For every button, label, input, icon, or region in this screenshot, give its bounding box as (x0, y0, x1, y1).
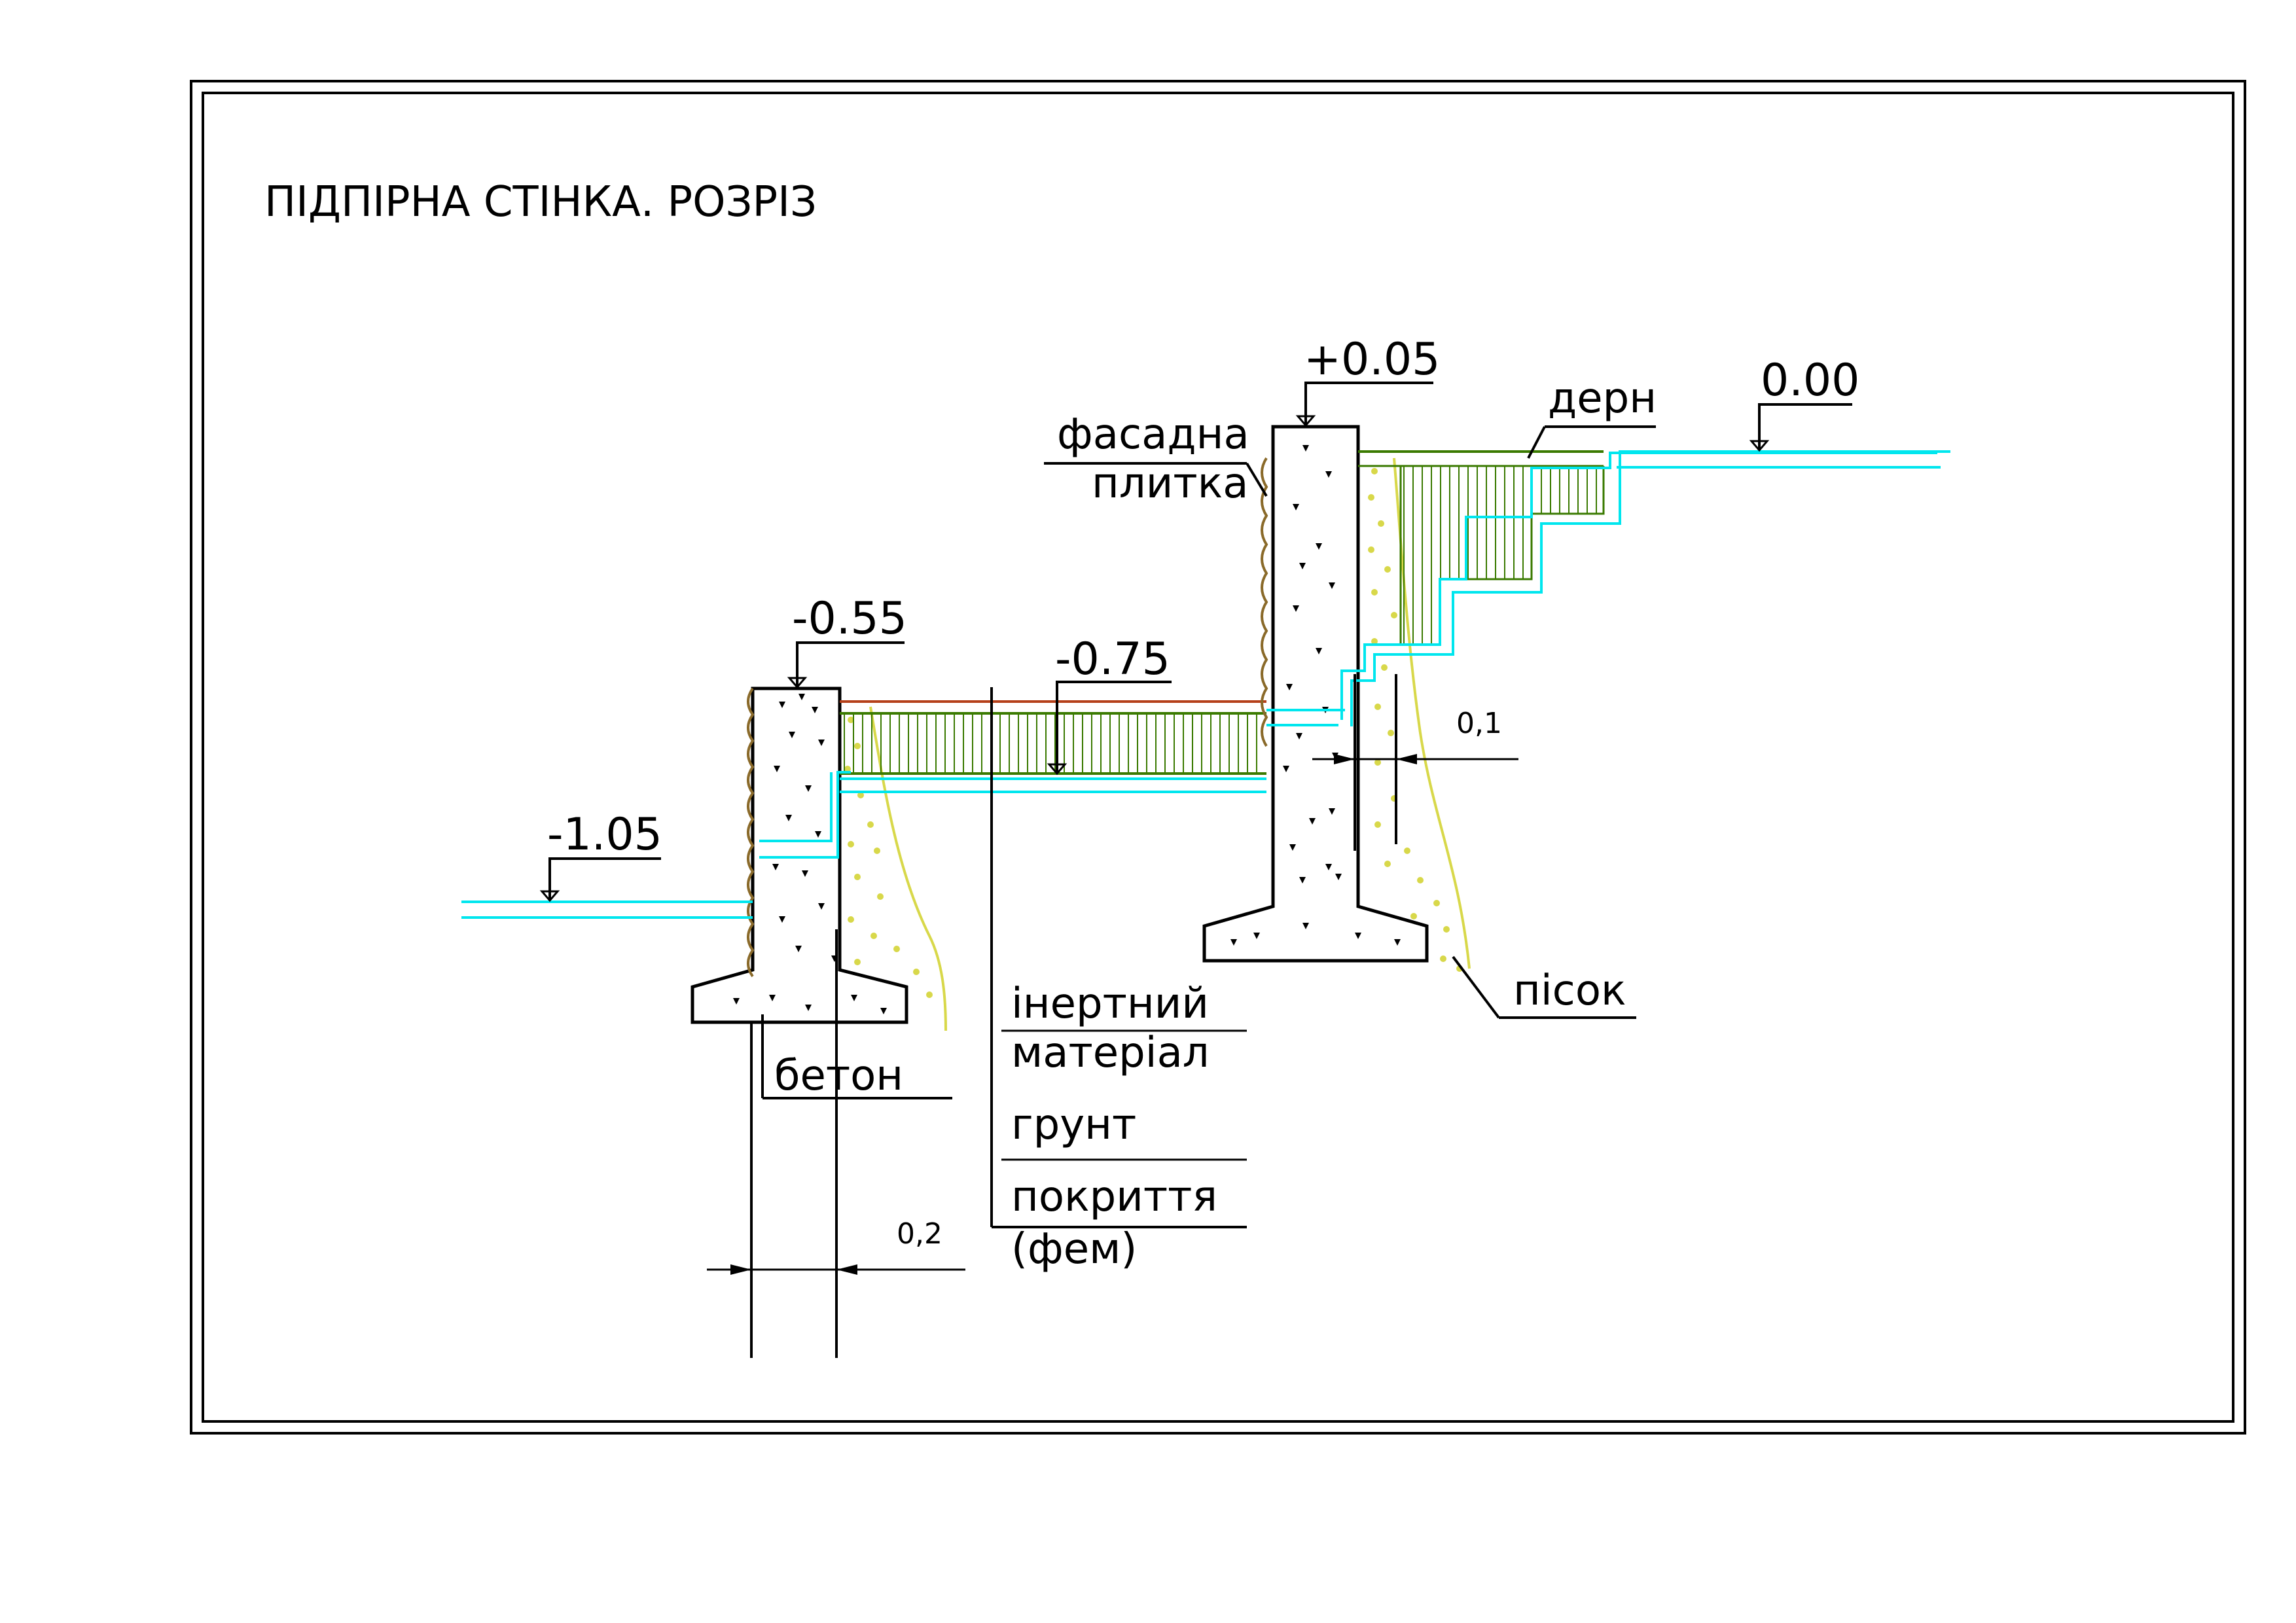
paving-layers (759, 700, 1266, 859)
svg-text:(фем): (фем) (1011, 1225, 1137, 1274)
turf-layer (1266, 450, 1950, 726)
drawing-title: ПІДПІРНА СТІНКА. РОЗРІЗ (264, 178, 817, 226)
low-retaining-wall (691, 687, 908, 1024)
label-facade-tile: фасадна плитка (1044, 410, 1268, 508)
label-turf: дерн (1527, 374, 1657, 459)
dimension-low-wall: 0,2 (707, 929, 965, 1358)
svg-text:покриття: покриття (1011, 1173, 1217, 1221)
svg-text:грунт: грунт (1011, 1101, 1136, 1149)
level-marker-ground-high: 0.00 (1749, 355, 1859, 452)
level-marker-ground-low: -1.05 (539, 809, 662, 902)
level-marker-paving: -0.75 (1047, 633, 1172, 776)
level-marker-top-high: +0.05 (1295, 334, 1440, 427)
svg-text:плитка: плитка (1092, 459, 1249, 508)
sand-fill-high (1368, 457, 1471, 972)
dimension-high-gap: 0,1 (1312, 674, 1518, 851)
svg-text:бетон: бетон (774, 1052, 903, 1100)
svg-text:0,1: 0,1 (1456, 707, 1502, 740)
svg-text:дерн: дерн (1548, 374, 1657, 423)
label-concrete: бетон (761, 1014, 952, 1100)
svg-text:пісок: пісок (1513, 967, 1626, 1015)
sand-fill-low (844, 706, 947, 1031)
ground-low-lines (461, 901, 753, 919)
svg-text:-1.05: -1.05 (547, 809, 662, 861)
high-retaining-wall (1202, 425, 1429, 963)
svg-text:-0.75: -0.75 (1055, 633, 1170, 685)
svg-text:-0.55: -0.55 (792, 593, 907, 645)
drawing-frame (190, 80, 2246, 1435)
svg-text:матеріал: матеріал (1011, 1029, 1210, 1077)
svg-text:фасадна: фасадна (1057, 410, 1249, 459)
label-layers-stack: інертний матеріал грунт покриття (фем) (990, 687, 1247, 1274)
label-sand: пісок (1452, 955, 1636, 1019)
concrete-aggregate-high (1230, 445, 1401, 946)
turf-hatch (1403, 466, 1597, 645)
svg-text:+0.05: +0.05 (1304, 334, 1440, 385)
svg-text:інертний: інертний (1011, 980, 1209, 1028)
level-marker-top-low: -0.55 (787, 593, 907, 689)
svg-text:0,2: 0,2 (897, 1217, 942, 1251)
concrete-aggregate-low (733, 694, 887, 1014)
svg-text:0.00: 0.00 (1761, 355, 1859, 406)
